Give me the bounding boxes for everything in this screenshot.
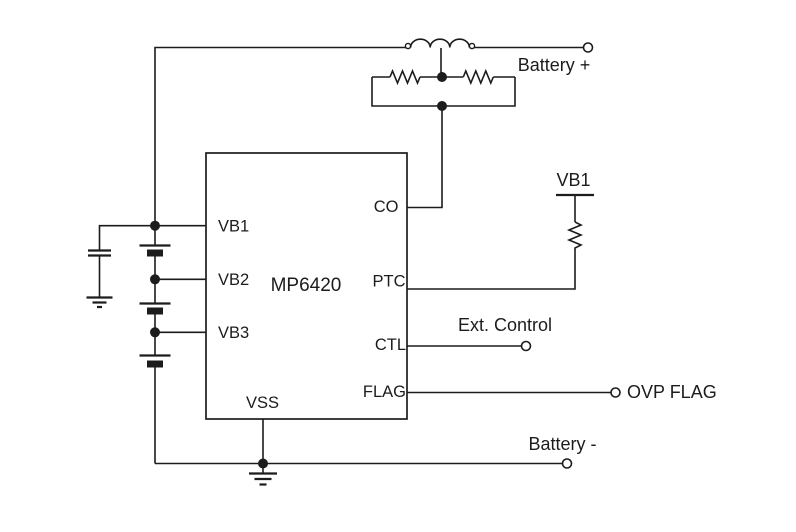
ovp-flag-terminal-icon [610, 387, 621, 398]
ext-control-terminal-icon [520, 340, 532, 352]
resistor-icon [566, 221, 584, 250]
resistor-icon [389, 68, 421, 86]
pin-label-co: CO [374, 198, 399, 216]
pin-label-vb3: VB3 [218, 324, 249, 342]
wire-ptc [407, 250, 576, 290]
parallel-resistor-network [371, 68, 516, 111]
wire-cap-top [98, 224, 155, 250]
wire-co [407, 106, 443, 209]
ground-icon [86, 296, 113, 309]
battery-plus-terminal-icon [582, 42, 594, 53]
ptc-pullup-branch [407, 193, 594, 290]
wire-top-rail-left [154, 46, 406, 226]
ovp-flag-label: OVP FLAG [627, 382, 717, 402]
pin-label-ctl: CTL [375, 336, 406, 354]
pin-label-ptc: PTC [373, 273, 406, 291]
battery-cell-icon [139, 244, 171, 257]
pin-label-flag: FLAG [363, 383, 406, 401]
battery-minus-terminal-icon [561, 458, 573, 469]
junction-dot [437, 72, 447, 82]
pin-label-vss: VSS [246, 394, 279, 412]
ic-body [205, 152, 408, 420]
ground-icon [249, 472, 277, 486]
capacitor-branch [86, 224, 155, 309]
battery-minus-label: Battery - [528, 434, 596, 454]
vss-ground-branch [249, 419, 277, 486]
capacitor-icon [88, 249, 111, 257]
ic-part-number: MP6420 [271, 275, 342, 296]
battery-stack [139, 220, 171, 464]
vb1-supply-label: VB1 [556, 170, 590, 190]
battery-plus-label: Battery + [518, 55, 591, 75]
resistor-icon [462, 68, 495, 86]
ext-control-label: Ext. Control [458, 315, 552, 335]
pin-label-vb1: VB1 [218, 218, 249, 236]
battery-cell-icon [139, 354, 171, 368]
pin-label-vb2: VB2 [218, 271, 249, 289]
inductor-icon [404, 38, 476, 50]
battery-cell-icon [139, 302, 171, 315]
